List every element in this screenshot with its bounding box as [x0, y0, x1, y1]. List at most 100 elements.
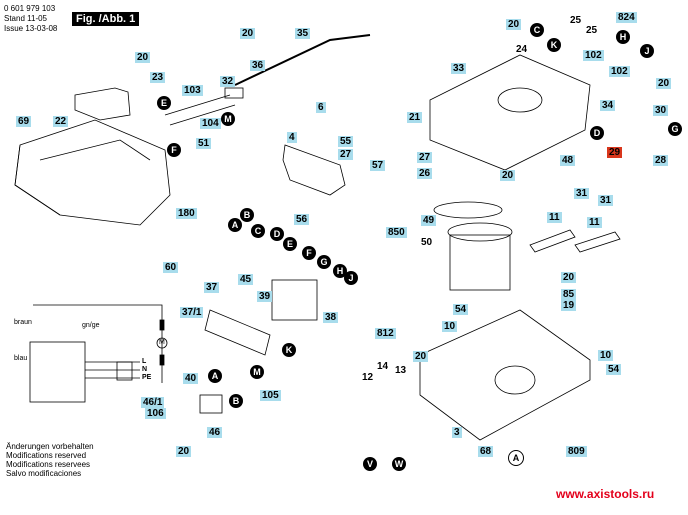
- callout-marker: G: [668, 122, 682, 136]
- callout-marker: D: [590, 126, 604, 140]
- part-label[interactable]: 20: [135, 52, 151, 63]
- part-label[interactable]: 812: [375, 328, 396, 339]
- callout-marker: W: [392, 457, 406, 471]
- part-label[interactable]: 25: [570, 15, 582, 26]
- part-label[interactable]: 34: [600, 100, 616, 111]
- part-label[interactable]: 27: [338, 149, 354, 160]
- callout-marker: K: [547, 38, 561, 52]
- part-label[interactable]: 54: [453, 304, 469, 315]
- wire-label-blau: blau: [14, 355, 28, 362]
- part-label[interactable]: 824: [616, 12, 637, 23]
- part-label[interactable]: 105: [260, 390, 281, 401]
- stand-value: 11-05: [27, 14, 48, 23]
- part-label[interactable]: 68: [478, 446, 494, 457]
- figure-title: Fig. /Abb. 1: [72, 12, 140, 26]
- latch-part: [282, 144, 346, 196]
- callout-marker: B: [240, 208, 254, 222]
- terminal-L: L: [142, 358, 147, 365]
- part-label[interactable]: 809: [566, 446, 587, 457]
- part-label[interactable]: 14: [377, 361, 389, 372]
- part-label[interactable]: 10: [442, 321, 458, 332]
- part-label[interactable]: 55: [338, 136, 354, 147]
- watermark-url[interactable]: www.axistools.ru: [556, 487, 655, 501]
- part-label[interactable]: 20: [413, 351, 429, 362]
- power-cable: [234, 34, 371, 86]
- callout-marker: M: [221, 112, 235, 126]
- part-label[interactable]: 22: [53, 116, 69, 127]
- part-label[interactable]: 25: [586, 25, 598, 36]
- terminal-N: N: [142, 366, 148, 373]
- part-label[interactable]: 106: [145, 408, 166, 419]
- part-label[interactable]: 10: [598, 350, 614, 361]
- part-label[interactable]: 45: [238, 274, 254, 285]
- callout-marker: J: [640, 44, 654, 58]
- part-label[interactable]: 11: [547, 212, 562, 223]
- callout-marker: F: [302, 246, 316, 260]
- part-label[interactable]: 11: [587, 217, 602, 228]
- part-label[interactable]: 4: [287, 132, 297, 143]
- part-label[interactable]: 57: [370, 160, 386, 171]
- part-label[interactable]: 20: [561, 272, 577, 283]
- callout-marker: M: [250, 365, 264, 379]
- part-label[interactable]: 28: [653, 155, 669, 166]
- part-label[interactable]: 39: [257, 291, 273, 302]
- part-label[interactable]: 20: [656, 78, 672, 89]
- part-label[interactable]: 27: [417, 152, 433, 163]
- part-label[interactable]: 85: [561, 289, 577, 300]
- part-label[interactable]: 103: [182, 85, 203, 96]
- part-label[interactable]: 36: [250, 60, 266, 71]
- handle-part: [74, 87, 131, 121]
- part-label[interactable]: 21: [407, 112, 423, 123]
- part-label[interactable]: 23: [150, 72, 166, 83]
- part-label[interactable]: 19: [561, 300, 577, 311]
- callout-marker: J: [344, 271, 358, 285]
- part-label[interactable]: 40: [183, 373, 199, 384]
- part-label[interactable]: 31: [598, 195, 614, 206]
- part-label[interactable]: 180: [176, 208, 197, 219]
- part-label[interactable]: 37: [204, 282, 220, 293]
- part-label[interactable]: 30: [653, 105, 669, 116]
- callout-marker: H: [333, 264, 347, 278]
- part-label[interactable]: 20: [506, 19, 522, 30]
- part-label[interactable]: 48: [560, 155, 576, 166]
- part-label[interactable]: 104: [200, 118, 221, 129]
- part-label[interactable]: 32: [220, 76, 236, 87]
- part-label[interactable]: 33: [451, 63, 467, 74]
- part-label[interactable]: 51: [196, 138, 212, 149]
- document-header: 0 601 979 103 Stand 11-05 Issue 13-03-08: [4, 4, 57, 34]
- part-label[interactable]: 26: [417, 168, 433, 179]
- part-label[interactable]: 60: [163, 262, 179, 273]
- part-label[interactable]: 6: [316, 102, 326, 113]
- part-label[interactable]: 20: [240, 28, 256, 39]
- part-label[interactable]: 12: [362, 372, 374, 383]
- part-label[interactable]: 37/1: [180, 307, 204, 318]
- part-label[interactable]: 3: [452, 427, 462, 438]
- part-label[interactable]: 49: [421, 215, 437, 226]
- wire-label-braun: braun: [14, 319, 32, 326]
- top-housing: [429, 54, 591, 171]
- callout-marker: D: [270, 227, 284, 241]
- part-label[interactable]: 102: [609, 66, 630, 77]
- callout-marker: V: [363, 457, 377, 471]
- part-label[interactable]: 54: [606, 364, 622, 375]
- wire-label-gnge: gn/ge: [82, 322, 100, 329]
- callout-marker: C: [530, 23, 544, 37]
- part-label[interactable]: 20: [176, 446, 192, 457]
- part-label[interactable]: 35: [295, 28, 311, 39]
- part-label[interactable]: 102: [583, 50, 604, 61]
- part-label[interactable]: 13: [395, 365, 407, 376]
- cover-part: [14, 119, 171, 226]
- circuit-board: [271, 279, 318, 321]
- part-label[interactable]: 46/1: [141, 397, 165, 408]
- part-label[interactable]: 56: [294, 214, 310, 225]
- part-label[interactable]: 20: [500, 170, 516, 181]
- part-label[interactable]: 38: [323, 312, 339, 323]
- part-label[interactable]: 50: [421, 237, 433, 248]
- part-label-highlighted[interactable]: 29: [607, 147, 623, 158]
- part-label[interactable]: 24: [516, 44, 528, 55]
- part-label[interactable]: 69: [16, 116, 32, 127]
- part-label[interactable]: 850: [386, 227, 407, 238]
- motor-symbol: M: [159, 339, 165, 346]
- part-label[interactable]: 46: [207, 427, 223, 438]
- part-label[interactable]: 31: [574, 188, 590, 199]
